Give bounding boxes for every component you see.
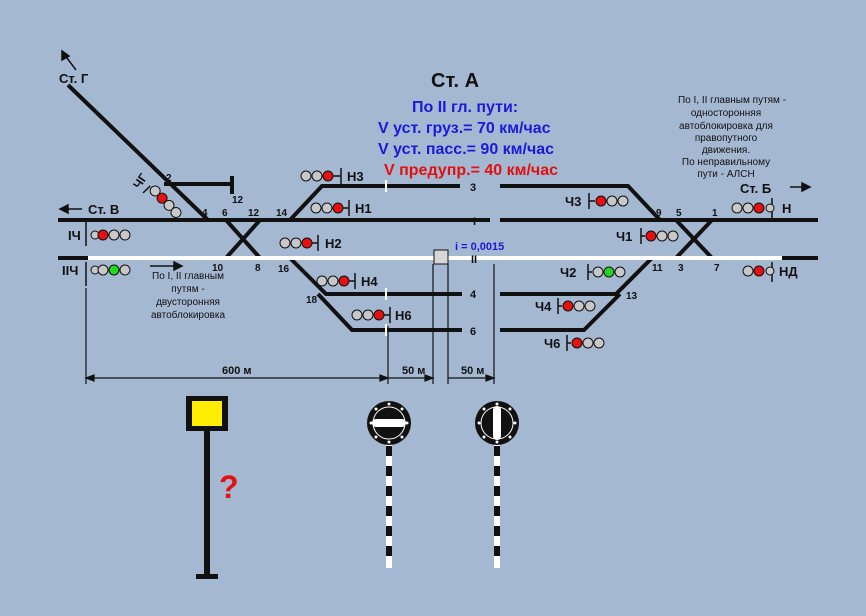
signal-ch3-label: Ч3 (565, 194, 581, 209)
signal-nd-label: НД (779, 264, 798, 279)
track-4-right (500, 256, 654, 296)
gradient-label: i = 0,0015 (455, 241, 504, 253)
signal-n4: Н4 (316, 273, 378, 289)
station-labels: Ст. Г Ст. В Ст. Б (59, 71, 771, 217)
station-b: Ст. Б (740, 181, 771, 196)
speed-freight: V уст. груз.= 70 км/час (378, 120, 551, 137)
svg-text:6: 6 (222, 208, 228, 219)
page-title: Ст. А (431, 70, 479, 92)
svg-text:По неправильному: По неправильному (682, 157, 770, 168)
track-number-1: I (473, 216, 476, 228)
signal-ich-label: IЧ (68, 228, 81, 243)
svg-text:движения.: движения. (702, 145, 750, 156)
signal-iich-label: IIЧ (62, 263, 78, 278)
svg-text:14: 14 (276, 208, 288, 219)
svg-text:7: 7 (714, 263, 720, 274)
svg-text:4: 4 (202, 208, 208, 219)
svg-text:1: 1 (712, 208, 718, 219)
branch-track-g (66, 83, 210, 222)
svg-text:двусторонняя: двусторонняя (156, 297, 220, 308)
svg-text:По I, II главным путям -: По I, II главным путям - (678, 95, 786, 106)
speed-warning: V предупр.= 40 км/час (384, 162, 558, 179)
station-v: Ст. В (88, 202, 119, 217)
signal-iich: IIЧ (62, 263, 131, 278)
track-6-right (500, 292, 622, 332)
svg-text:односторонняя: односторонняя (691, 108, 761, 119)
dimension-lines (84, 264, 496, 384)
station-g: Ст. Г (59, 71, 89, 86)
crossover-right-b (674, 218, 714, 260)
round-sign-vertical (475, 401, 519, 568)
signal-n2-label: Н2 (325, 236, 342, 251)
gradient-marker (433, 249, 449, 265)
dimension-600m: 600 м (222, 365, 252, 377)
track-layout (58, 83, 818, 332)
svg-text:8: 8 (255, 263, 261, 274)
speed-heading: По II гл. пути: (412, 99, 518, 116)
track-3 (288, 184, 460, 222)
crossover-left-b (224, 218, 262, 260)
svg-text:путям -: путям - (171, 284, 204, 295)
signal-n1-label: Н1 (355, 201, 372, 216)
direction-arrows (58, 49, 812, 272)
signal-n6-label: Н6 (395, 308, 412, 323)
signal-ch3: Ч3 (565, 193, 629, 209)
signal-nd: НД (742, 264, 798, 279)
signal-n4-label: Н4 (361, 274, 378, 289)
signal-chg: ЧГ (130, 171, 182, 219)
note-left: По I, II главным путям - двусторонняя ав… (151, 271, 225, 321)
svg-text:По I, II главным: По I, II главным (152, 271, 224, 282)
question-mark: ? (219, 469, 239, 505)
round-sign-horizontal (367, 401, 411, 568)
signal-ch1-label: Ч1 (616, 229, 632, 244)
svg-text:12: 12 (232, 195, 244, 206)
svg-text:12: 12 (248, 208, 260, 219)
signal-n-label: Н (782, 201, 791, 216)
track-number-4: 4 (470, 289, 477, 301)
svg-text:автоблокировка для: автоблокировка для (679, 120, 773, 132)
signal-n1: Н1 (310, 200, 372, 216)
svg-text:5: 5 (676, 208, 682, 219)
svg-text:16: 16 (278, 264, 290, 275)
signal-ch2: Ч2 (560, 264, 626, 280)
dimension-50m-b: 50 м (461, 365, 484, 377)
svg-text:11: 11 (652, 263, 663, 274)
track-number-2: II (471, 254, 477, 266)
svg-text:9: 9 (656, 208, 662, 219)
svg-text:пути - АЛСН: пути - АЛСН (697, 169, 754, 180)
yellow-sign (186, 396, 228, 579)
svg-text:правопутного: правопутного (695, 133, 758, 144)
signal-n3-label: Н3 (347, 169, 364, 184)
signal-n: Н (731, 201, 791, 216)
svg-text:13: 13 (626, 291, 638, 302)
signal-ch2-label: Ч2 (560, 265, 576, 280)
signal-ch4: Ч4 (535, 298, 596, 314)
signal-ich: IЧ (68, 228, 131, 243)
speed-passenger: V уст. пасс.= 90 км/час (378, 141, 554, 158)
signal-ch6-label: Ч6 (544, 336, 560, 351)
signal-ch4-label: Ч4 (535, 299, 552, 314)
track-number-3: 3 (470, 182, 476, 194)
track-3-right (500, 184, 662, 222)
track-number-6: 6 (470, 326, 476, 338)
svg-text:10: 10 (212, 263, 224, 274)
track-numbers: 3 I II 4 6 (470, 182, 477, 338)
dimension-50m-a: 50 м (402, 365, 425, 377)
signal-ch6: Ч6 (544, 335, 605, 351)
svg-text:2: 2 (166, 173, 172, 184)
svg-text:18: 18 (306, 295, 318, 306)
switch-numbers: 2 12 4 6 12 14 10 8 16 18 9 5 1 11 3 7 1… (166, 173, 720, 306)
signal-n2: Н2 (279, 235, 342, 251)
track-4 (288, 256, 462, 296)
note-right: По I, II главным путям - односторонняя а… (678, 95, 786, 180)
track-6 (316, 292, 462, 332)
signal-n3: Н3 (300, 168, 364, 184)
svg-text:3: 3 (678, 263, 684, 274)
svg-text:автоблокировка: автоблокировка (151, 309, 225, 321)
signal-ch1: Ч1 (616, 228, 679, 244)
signal-n6: Н6 (351, 307, 412, 323)
